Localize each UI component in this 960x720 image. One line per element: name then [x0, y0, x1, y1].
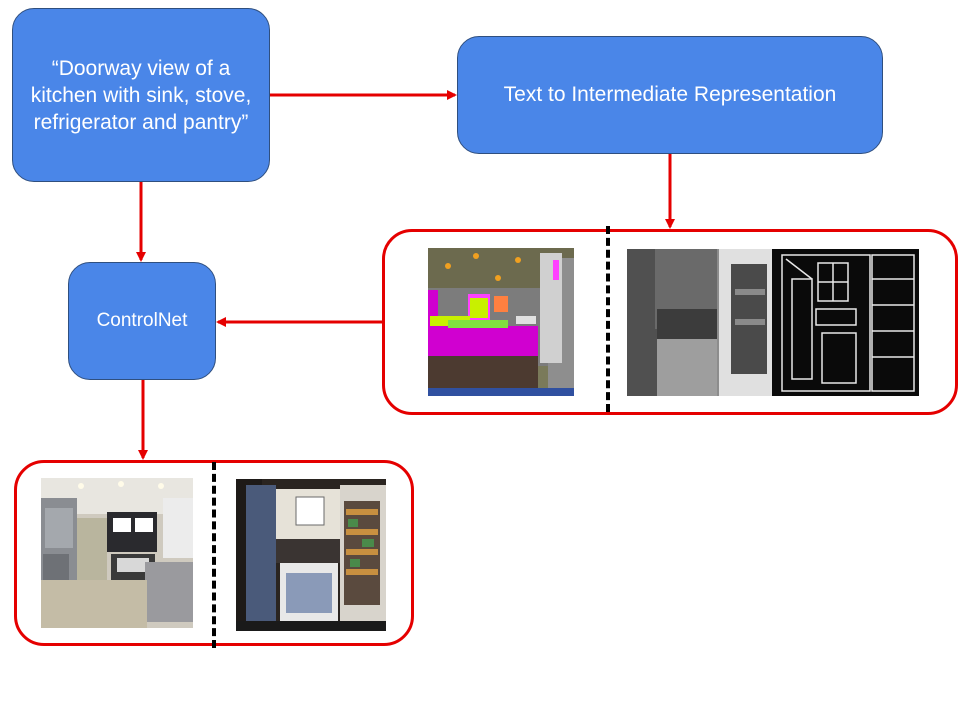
segmentation-map-image — [428, 248, 574, 396]
controlnet-box: ControlNet — [68, 262, 216, 380]
generated-kitchen-2-image — [236, 479, 386, 631]
generated-kitchen-1-image — [41, 478, 193, 628]
edge-map-image — [772, 249, 919, 396]
t2ir-label: Text to Intermediate Representation — [503, 83, 837, 106]
prompt-text: “Doorway view of a kitchen with sink, st… — [30, 56, 252, 134]
ir-divider — [606, 226, 610, 412]
t2ir-box: Text to Intermediate Representation — [457, 36, 883, 154]
controlnet-label: ControlNet — [96, 310, 188, 331]
prompt-box: “Doorway view of a kitchen with sink, st… — [12, 8, 270, 182]
depth-map-image — [627, 249, 772, 396]
output-divider — [212, 462, 216, 648]
